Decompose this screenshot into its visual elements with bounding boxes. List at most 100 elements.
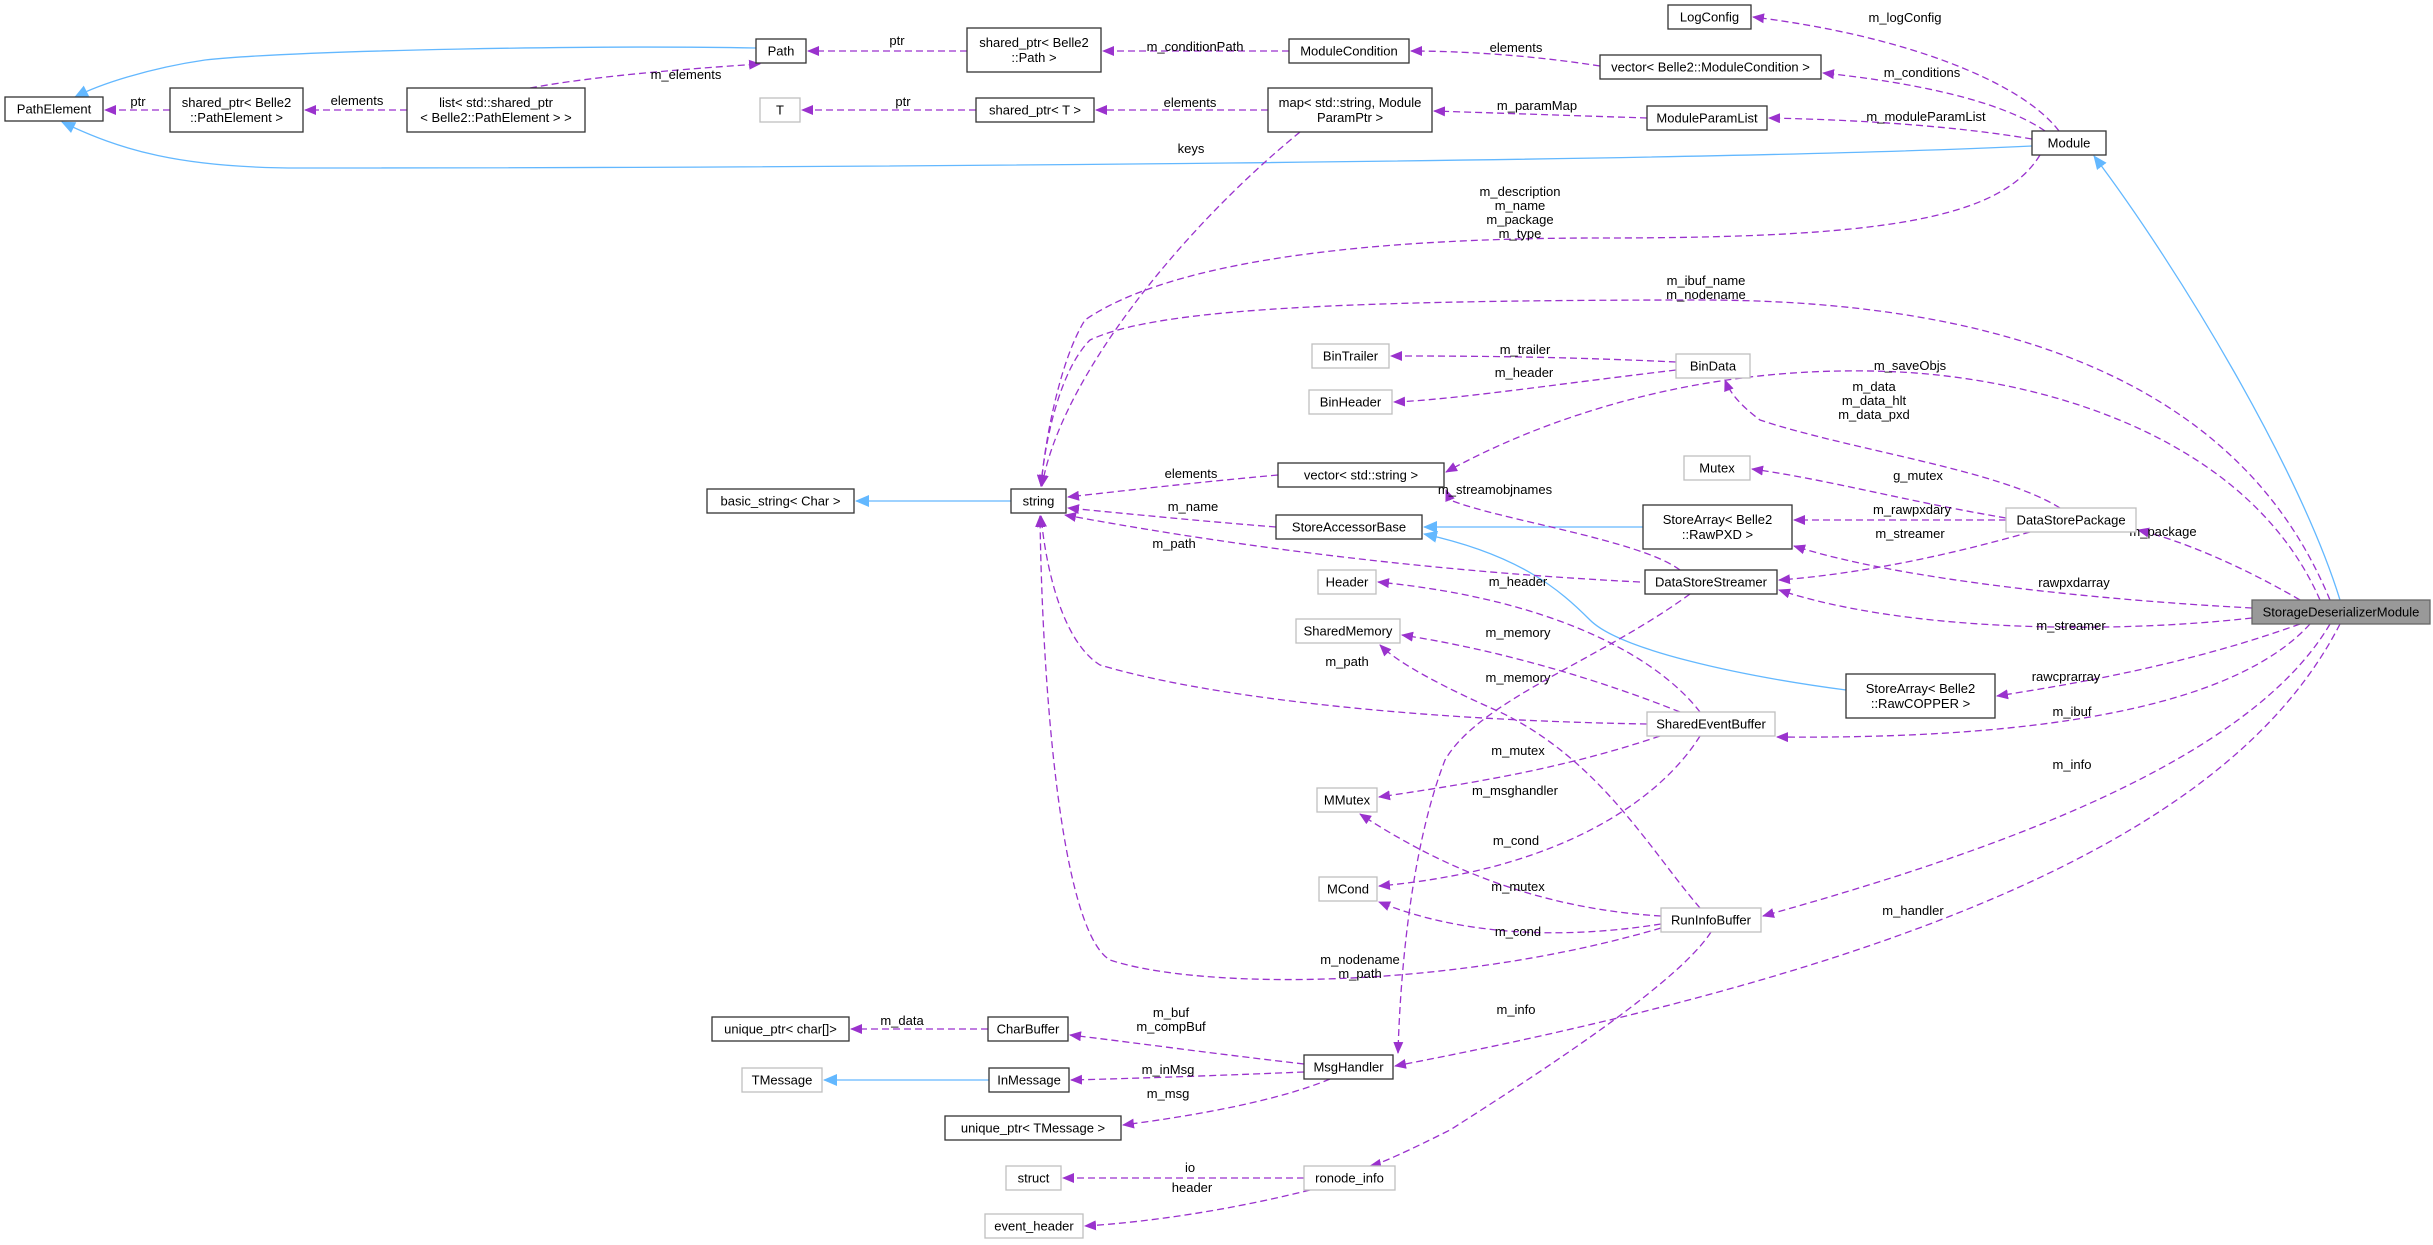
- class-node-string[interactable]: string: [1010, 488, 1067, 514]
- class-node-data-store-streamer[interactable]: DataStoreStreamer: [1644, 569, 1778, 595]
- class-node-mmutex[interactable]: MMutex: [1316, 787, 1378, 813]
- class-node-mcond[interactable]: MCond: [1318, 876, 1378, 902]
- class-box: [4, 96, 104, 122]
- edge-e-t-spt: ptr: [801, 94, 976, 115]
- class-box: [1303, 1054, 1394, 1080]
- class-node-list-shared-ptr[interactable]: list< std::shared_ptr< Belle2::PathEleme…: [406, 87, 586, 133]
- class-node-struct[interactable]: struct: [1005, 1165, 1062, 1191]
- edge-e-string-map: keys: [1038, 131, 1301, 487]
- class-name: map< std::string, Module: [1279, 95, 1422, 110]
- class-name: ronode_info: [1315, 1171, 1384, 1186]
- class-box: [987, 1016, 1069, 1042]
- class-node-bin-trailer[interactable]: BinTrailer: [1311, 343, 1390, 369]
- class-node-basic-string[interactable]: basic_string< Char >: [706, 488, 855, 514]
- class-node-module-condition[interactable]: ModuleCondition: [1288, 38, 1410, 64]
- class-box: [1675, 353, 1751, 379]
- class-name: ::Path >: [1011, 50, 1056, 65]
- class-node-header[interactable]: Header: [1317, 569, 1377, 595]
- usage-arrow: [1752, 13, 2060, 132]
- edge-e-msghandler-dss: m_msghandler: [1393, 593, 1691, 1054]
- class-box: [1317, 569, 1377, 595]
- edge-e-header-seb: m_header: [1377, 574, 1701, 713]
- class-box: [1316, 787, 1378, 813]
- class-node-char-buffer[interactable]: CharBuffer: [987, 1016, 1069, 1042]
- edge-label: m_type: [1499, 226, 1542, 241]
- usage-arrow: [1778, 531, 2031, 585]
- class-node-shared-ptr-t[interactable]: shared_ptr< T >: [975, 97, 1095, 123]
- edge-e-struct-ronode: io: [1062, 1160, 1304, 1183]
- class-name: ModuleCondition: [1300, 44, 1398, 59]
- edge-e-shm-seb: m_memory: [1401, 625, 1681, 713]
- class-node-event-header[interactable]: event_header: [984, 1213, 1084, 1239]
- class-box: [1646, 105, 1768, 131]
- class-name: < Belle2::PathElement > >: [420, 110, 571, 125]
- class-node-ronode-info[interactable]: ronode_info: [1303, 1165, 1396, 1191]
- edge-label: ptr: [130, 94, 146, 109]
- class-box: [975, 97, 1095, 123]
- class-box: [1667, 4, 1752, 30]
- class-box: [406, 87, 586, 133]
- class-node-unique-ptr-char[interactable]: unique_ptr< char[]>: [711, 1016, 850, 1042]
- class-name: DataStoreStreamer: [1655, 575, 1768, 590]
- class-box: [1277, 462, 1445, 488]
- class-node-store-array-rawcopper[interactable]: StoreArray< Belle2::RawCOPPER >: [1845, 673, 1996, 719]
- class-node-data-store-package[interactable]: DataStorePackage: [2005, 507, 2137, 533]
- usage-arrow: [1996, 623, 2301, 700]
- edge-label: m_logConfig: [1869, 10, 1942, 25]
- class-node-msg-handler[interactable]: MsgHandler: [1303, 1054, 1394, 1080]
- class-node-path[interactable]: Path: [755, 38, 807, 64]
- class-box: [2031, 130, 2107, 156]
- class-node-storage-deserializer-module[interactable]: StorageDeserializerModule: [2251, 599, 2431, 625]
- edge-label: m_name: [1495, 198, 1546, 213]
- edge-label: m_path: [1325, 654, 1368, 669]
- edge-e-sab-rawcopper: [1423, 530, 1847, 691]
- edge-label: m_buf: [1153, 1005, 1190, 1020]
- usage-arrow: [1379, 644, 1701, 909]
- class-node-bin-header[interactable]: BinHeader: [1308, 389, 1393, 415]
- class-name: RunInfoBuffer: [1671, 913, 1752, 928]
- edge-label: m_trailer: [1500, 342, 1551, 357]
- class-node-t[interactable]: T: [759, 97, 801, 123]
- class-box: [1005, 1165, 1062, 1191]
- edge-e-binheader-bindata: m_header: [1393, 365, 1677, 407]
- edge-e-upchar-charbuffer: m_data: [850, 1013, 988, 1034]
- edge-e-rib-sdm: m_info: [1762, 623, 2331, 918]
- class-node-path-element[interactable]: PathElement: [4, 96, 104, 122]
- class-node-log-config[interactable]: LogConfig: [1667, 4, 1752, 30]
- edge-label: m_package: [1486, 212, 1553, 227]
- class-node-module-param-list[interactable]: ModuleParamList: [1646, 105, 1768, 131]
- usage-arrow: [1393, 369, 1677, 407]
- edge-label: m_conditions: [1884, 65, 1961, 80]
- class-node-shared-memory[interactable]: SharedMemory: [1295, 618, 1401, 644]
- class-node-shared-ptr-path-element[interactable]: shared_ptr< Belle2::PathElement >: [169, 87, 304, 133]
- edge-e-module-sdm: [2093, 155, 2341, 601]
- class-box: [1845, 673, 1996, 719]
- inheritance-arrow: [61, 121, 2033, 169]
- class-node-store-accessor-base[interactable]: StoreAccessorBase: [1275, 514, 1423, 540]
- class-name: Header: [1326, 575, 1369, 590]
- class-node-shared-ptr-path[interactable]: shared_ptr< Belle2::Path >: [966, 27, 1102, 73]
- class-node-shared-event-buffer[interactable]: SharedEventBuffer: [1646, 711, 1776, 737]
- class-node-in-message[interactable]: InMessage: [988, 1067, 1070, 1093]
- edge-e-mutex-dsp: g_mutex: [1751, 465, 2007, 519]
- class-name: ParamPtr >: [1317, 110, 1383, 125]
- class-node-bin-data[interactable]: BinData: [1675, 353, 1751, 379]
- edge-label: m_name: [1168, 499, 1219, 514]
- edge-label: io: [1185, 1160, 1195, 1175]
- class-node-vector-module-condition[interactable]: vector< Belle2::ModuleCondition >: [1599, 54, 1822, 80]
- class-node-store-array-rawpxd[interactable]: StoreArray< Belle2::RawPXD >: [1642, 504, 1793, 550]
- edge-label: m_data: [880, 1013, 924, 1028]
- class-node-vector-string[interactable]: vector< std::string >: [1277, 462, 1445, 488]
- class-node-unique-ptr-tmessage[interactable]: unique_ptr< TMessage >: [944, 1115, 1122, 1141]
- class-box: [1308, 389, 1393, 415]
- class-box: [1295, 618, 1401, 644]
- edge-e-logconfig-module: m_logConfig: [1752, 10, 2060, 132]
- edge-e-rawcopper-sdm: rawcprarray: [1996, 623, 2301, 700]
- class-node-tmessage[interactable]: TMessage: [741, 1067, 823, 1093]
- class-node-run-info-buffer[interactable]: RunInfoBuffer: [1660, 907, 1762, 933]
- class-node-module[interactable]: Module: [2031, 130, 2107, 156]
- edge-e-string-seb: m_path: [1037, 515, 1648, 725]
- class-node-mutex[interactable]: Mutex: [1683, 455, 1751, 481]
